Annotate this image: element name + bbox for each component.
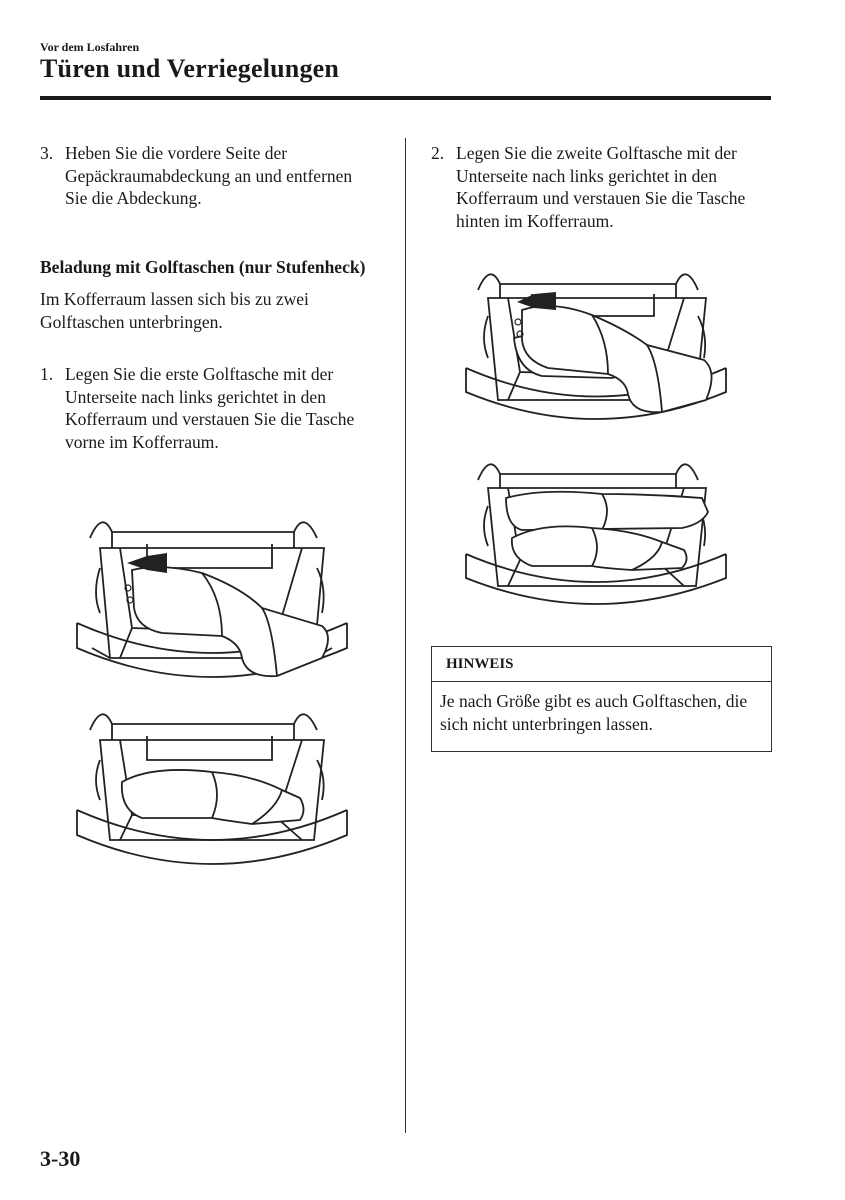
trunk-illustration-bag2-insert — [465, 273, 727, 420]
step-2: 2. Legen Sie die zweite Golftasche mit d… — [431, 142, 771, 232]
trunk-illustration-bag1-stowed — [76, 713, 348, 865]
step-text: Legen Sie die erste Golftasche mit der U… — [65, 364, 355, 452]
trunk-illustration-bag2-stowed — [465, 463, 727, 605]
step-number: 2. — [431, 143, 445, 163]
step-3: 3. Heben Sie die vordere Seite der Gepäc… — [40, 142, 370, 210]
subheading: Beladung mit Golftaschen (nur Stufenheck… — [40, 256, 366, 277]
step-1: 1. Legen Sie die erste Golftasche mit de… — [40, 363, 370, 453]
note-heading: HINWEIS — [432, 647, 771, 682]
note-text: Je nach Größe gibt es auch Golftaschen, … — [440, 691, 748, 734]
section-label: Vor dem Losfahren — [40, 40, 140, 54]
step-text: Heben Sie die vordere Seite der Gepäckra… — [65, 143, 353, 208]
step-number: 1. — [40, 364, 54, 384]
step-text: Legen Sie die zweite Golftasche mit der … — [456, 143, 746, 231]
page-number: 3-30 — [40, 1146, 81, 1171]
trunk-illustration-bag1-insert — [76, 521, 348, 678]
column-divider — [405, 138, 406, 1133]
left-column: 3. Heben Sie die vordere Seite der Gepäc… — [40, 142, 370, 453]
intro-paragraph: Im Kofferraum lassen sich bis zu zwei Go… — [40, 289, 309, 332]
page-title: Türen und Verriegelungen — [40, 54, 340, 83]
step-number: 3. — [40, 143, 54, 163]
right-column: 2. Legen Sie die zweite Golftasche mit d… — [431, 142, 771, 232]
title-rule — [40, 96, 771, 100]
note-box: HINWEIS Je nach Größe gibt es auch Golft… — [431, 646, 772, 752]
